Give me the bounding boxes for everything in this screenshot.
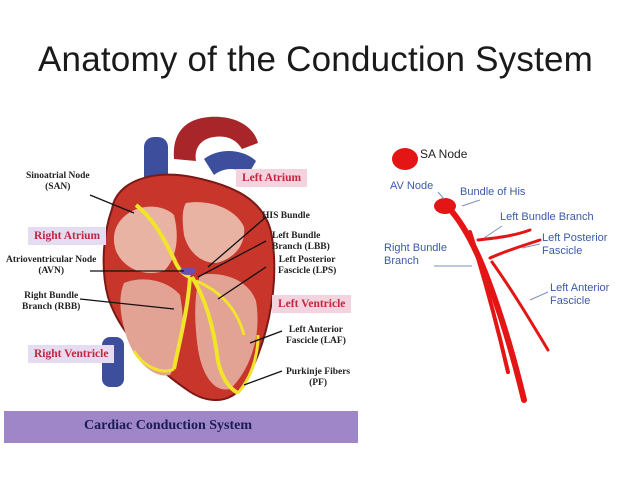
left-atrium-chamber — [182, 202, 245, 263]
right-bundle-branch-path — [172, 276, 192, 370]
label-left-atrium: Left Atrium — [236, 169, 308, 187]
label-purkinje-fibers: Purkinje Fibers (PF) — [286, 367, 351, 388]
label-left-bundle-branch: Left Bundle Branch (LBB) — [272, 231, 330, 252]
pulmonary-artery — [204, 150, 256, 175]
av-node-marker — [180, 267, 196, 275]
sa-node-dot — [392, 148, 418, 170]
heart-illustration-panel: Sinoatrial Node (SAN) Left Atrium HIS Bu… — [4, 99, 358, 445]
label-av-node: AV Node — [390, 180, 434, 192]
main-trunk — [445, 204, 527, 403]
label-sinoatrial-node: Sinoatrial Node (SAN) — [26, 171, 90, 192]
right-atrium-chamber — [113, 206, 177, 273]
label-his-bundle: HIS Bundle — [262, 211, 310, 221]
left-anterior-fascicle-line — [490, 260, 550, 352]
schematic-pointer-lines — [434, 191, 549, 301]
pointer-lines — [79, 194, 283, 386]
label-left-posterior-fascicle: Left Posterior Fascicle (LPS) — [278, 255, 337, 276]
heart-illustration — [79, 116, 283, 402]
label-left-bundle-branch-schematic: Left Bundle Branch — [500, 211, 594, 223]
left-bundle-branch-path — [190, 275, 240, 395]
label-atrioventricular-node: Atrioventricular Node (AVN) — [6, 255, 97, 276]
right-bundle-branch-line — [468, 230, 510, 374]
left-posterior-fascicle-path — [195, 279, 246, 336]
figure-footer-bar — [4, 411, 358, 443]
label-right-atrium: Right Atrium — [28, 227, 107, 245]
purkinje-fibers-left — [236, 334, 260, 394]
label-right-bundle-branch-schematic: Right Bundle Branch — [384, 242, 447, 267]
label-left-ventricle: Left Ventricle — [272, 295, 352, 313]
label-right-ventricle: Right Ventricle — [28, 345, 115, 363]
left-bundle-branch-line — [476, 228, 532, 242]
label-left-posterior-fascicle-schematic: Left Posterior Fascicle — [542, 232, 608, 257]
label-sa-node: SA Node — [420, 147, 468, 161]
label-right-bundle-branch: Right Bundle Branch (RBB) — [22, 291, 81, 312]
av-node-shape — [434, 198, 456, 214]
right-ventricle-chamber — [120, 279, 183, 376]
left-ventricle-chamber — [195, 274, 258, 390]
label-bundle-of-his: Bundle of His — [460, 186, 526, 198]
label-left-anterior-fascicle-schematic: Left Anterior Fascicle — [550, 282, 610, 307]
left-posterior-fascicle-line — [488, 238, 542, 260]
aorta-arch — [173, 116, 258, 161]
label-left-anterior-fascicle: Left Anterior Fascicle (LAF) — [286, 325, 346, 346]
figure-footer-title: Cardiac Conduction System — [84, 418, 253, 433]
purkinje-fibers-right — [132, 350, 175, 373]
conduction-tree — [445, 204, 550, 403]
slide-title: Anatomy of the Conduction System — [38, 40, 594, 79]
